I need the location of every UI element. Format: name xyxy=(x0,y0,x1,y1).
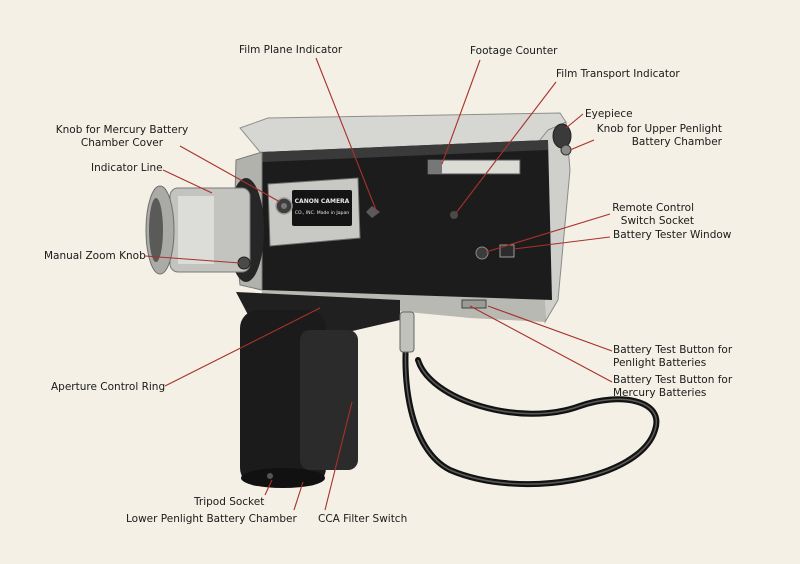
badge-text-2: CO., INC. Made in Japan xyxy=(295,210,349,216)
leader-zoom-knob xyxy=(144,255,241,264)
battery-test-button-penlight xyxy=(461,299,487,309)
label-battery-test-penlight: Battery Test Button for Penlight Batteri… xyxy=(613,344,733,369)
leader-footage-counter xyxy=(441,59,481,165)
leader-remote-socket xyxy=(485,213,611,253)
label-indicator-line: Indicator Line xyxy=(91,162,163,174)
grip-side xyxy=(300,330,358,470)
leader-upper-penlight xyxy=(569,139,595,151)
badge-text-1: CANON CAMERA xyxy=(295,198,350,205)
label-footage-counter: Footage Counter xyxy=(470,45,558,57)
leader-tripod-socket xyxy=(264,479,273,496)
label-battery-tester-window: Battery Tester Window xyxy=(613,229,732,241)
label-eyepiece: Eyepiece xyxy=(585,108,633,120)
label-film-transport-indicator: Film Transport Indicator xyxy=(556,68,680,80)
leader-film-plane xyxy=(315,57,377,211)
leader-mercury-knob xyxy=(179,145,281,203)
label-mercury-cover-knob: Knob for Mercury Battery Chamber Cover xyxy=(55,124,189,149)
label-lower-penlight-chamber: Lower Penlight Battery Chamber xyxy=(126,513,297,525)
eyepiece xyxy=(552,123,572,149)
label-manual-zoom-knob: Manual Zoom Knob xyxy=(44,250,146,262)
leader-test-mercury xyxy=(469,305,613,383)
tripod-socket xyxy=(267,473,273,479)
footage-counter-pointer xyxy=(428,160,442,174)
label-upper-penlight-knob: Knob for Upper Penlight Battery Chamber xyxy=(596,123,722,148)
leader-tester-window xyxy=(513,236,611,250)
label-battery-test-mercury: Battery Test Button for Mercury Batterie… xyxy=(613,374,733,399)
lens-scale-band xyxy=(178,196,214,264)
leader-lower-penlight xyxy=(293,481,304,511)
remote-control-socket xyxy=(475,246,489,260)
leader-eyepiece xyxy=(565,113,584,129)
leader-indicator-line xyxy=(162,169,213,194)
label-aperture-control-ring: Aperture Control Ring xyxy=(51,381,166,393)
lens-glass xyxy=(149,198,163,262)
mercury-cover-knob-center xyxy=(281,203,287,209)
wrist-strap-stitch xyxy=(404,321,658,485)
leader-film-transport xyxy=(455,81,557,214)
leader-cca-switch xyxy=(324,401,353,511)
label-cca-filter-switch: CCA Filter Switch xyxy=(318,513,408,525)
strap-clip xyxy=(399,311,415,353)
label-tripod-socket: Tripod Socket xyxy=(194,496,265,508)
leader-aperture-ring xyxy=(164,307,321,387)
upper-penlight-knob xyxy=(560,144,572,156)
film-plane-mark xyxy=(366,206,380,218)
label-remote-control-socket: Remote Control Switch Socket xyxy=(612,202,694,227)
label-film-plane-indicator: Film Plane Indicator xyxy=(239,44,343,56)
grip-bottom xyxy=(241,468,325,488)
leader-test-penlight xyxy=(487,305,613,352)
badge-plate xyxy=(292,190,352,226)
camera-body-shade xyxy=(262,140,548,162)
